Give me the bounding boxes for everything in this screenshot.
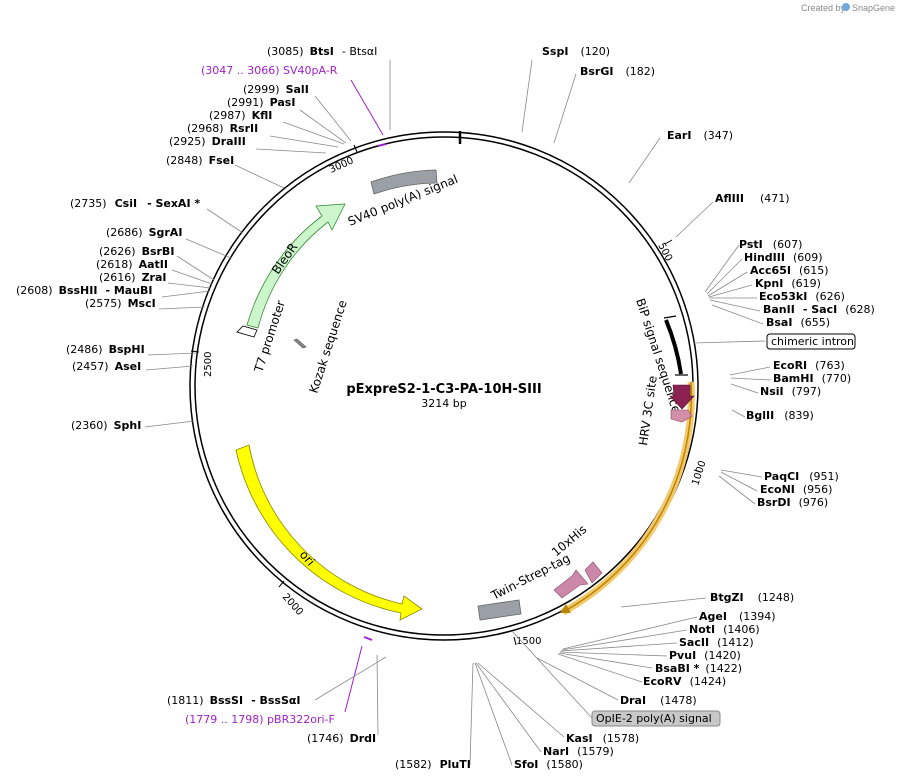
svg-text:(2686)SgrAI: (2686)SgrAI [106,226,182,239]
svg-text:NsiI(797): NsiI(797) [760,385,821,398]
primer-sv40pa-leader [350,79,384,136]
feature-ori[interactable] [235,444,423,621]
tick-2500: 2500 [203,352,214,377]
site-labels-bottom-left: (1811)BssSI- BssSαI (1779 .. 1798) pBR32… [167,694,376,745]
feature-bip[interactable] [664,319,683,375]
plasmid-name: pExpreS2-1-C3-PA-10H-SIII [346,382,541,397]
svg-text:HindIII(609): HindIII(609) [744,251,823,264]
svg-text:BanII- SacI(628): BanII- SacI(628) [763,303,875,316]
feature-kozak-label: Kozak sequence [307,298,350,394]
feature-opie2-box[interactable] [477,599,522,621]
svg-text:(2626)BsrBI: (2626)BsrBI [99,245,174,258]
svg-text:EcoRV(1424): EcoRV(1424) [643,675,726,688]
primer-pbr-mark[interactable] [363,636,373,641]
svg-text:BtgZI(1248): BtgZI(1248) [710,591,794,604]
svg-text:(2735)CsiI- SexAI *: (2735)CsiI- SexAI * [70,197,200,210]
svg-text:Acc65I(615): Acc65I(615) [750,264,829,277]
svg-text:DraI(1478): DraI(1478) [620,694,697,707]
svg-text:BsaBI *(1422): BsaBI *(1422) [655,662,742,675]
svg-text:KasI(1578): KasI(1578) [566,732,639,745]
feature-bleor[interactable] [246,203,346,329]
svg-text:(2575)MscI: (2575)MscI [85,297,156,310]
svg-text:BglII(839): BglII(839) [746,409,814,422]
svg-text:(2968)RsrII: (2968)RsrII [187,122,258,135]
watermark-text: Created by [801,3,846,13]
primer-pbr-leader [344,645,363,713]
feature-hrv-label: HRV 3C site [636,375,660,446]
primer-sv40pa-label[interactable]: (3047 .. 3066) SV40pA-R [201,64,338,77]
tick-1000: 1000 [690,459,708,487]
feature-t7-promoter[interactable] [236,325,258,338]
svg-text:SacII(1412): SacII(1412) [679,636,754,649]
feature-bleor-label: BleoR [269,240,300,276]
svg-text:AgeI(1394): AgeI(1394) [699,610,776,623]
svg-text:(2457)AseI: (2457)AseI [72,360,141,373]
tick-1500: 1500 [516,636,541,647]
svg-text:(1811)BssSI- BssSαI: (1811)BssSI- BssSαI [167,694,301,707]
svg-text:BsrGI(182): BsrGI(182) [580,65,655,78]
site-labels-right: SspI(120) BsrGI(182) EarI(347) AflIII(47… [395,45,875,771]
primer-pbr-label[interactable]: (1779 .. 1798) pBR322ori-F [185,713,335,726]
svg-text:BamHI(770): BamHI(770) [773,372,851,385]
svg-text:BsaI(655): BsaI(655) [766,316,830,329]
svg-text:NarI(1579): NarI(1579) [543,745,614,758]
feature-chimeric-label: chimeric intron [771,335,854,348]
watermark-brand: SnapGene [852,3,895,13]
svg-text:(2987)KflI: (2987)KflI [209,109,272,122]
svg-text:BsrDI(976): BsrDI(976) [757,496,828,509]
site-labels-left: (3085)BtsI- BtsαI (3047 .. 3066) SV40pA-… [16,45,377,432]
scale-ticks [190,144,702,646]
feature-bip-cap-start [663,315,677,319]
svg-text:AflIII(471): AflIII(471) [715,192,790,205]
feature-10xhis[interactable] [584,561,603,584]
svg-text:(2925)DraIII: (2925)DraIII [169,135,246,148]
svg-text:(1746)DrdI: (1746)DrdI [307,732,376,745]
feature-opie2-label-box [591,710,721,727]
feature-sv40-polya[interactable] [370,169,438,195]
svg-text:(2360)SphI: (2360)SphI [71,419,141,432]
svg-text:(2608)BssHII- MauBI: (2608)BssHII- MauBI [16,284,153,297]
feature-twin-strep-tag[interactable] [553,569,589,599]
svg-text:SfoI(1580): SfoI(1580) [514,758,583,771]
leader-chimeric [693,340,766,344]
svg-text:(2999)SalI: (2999)SalI [243,83,309,96]
backbone-outer [189,131,699,641]
svg-text:(2991)PasI: (2991)PasI [227,96,295,109]
svg-text:(2618)AatII: (2618)AatII [96,258,168,271]
feature-kozak[interactable] [293,338,307,349]
svg-text:EarI(347): EarI(347) [667,129,733,142]
svg-text:NotI(1406): NotI(1406) [689,623,760,636]
primer-sv40pa-mark[interactable] [377,143,387,147]
feature-opie2-label: OpIE-2 poly(A) signal [596,712,712,725]
svg-text:SspI(120): SspI(120) [542,45,610,58]
svg-text:(2616)ZraI: (2616)ZraI [99,271,167,284]
svg-text:PaqCI(951): PaqCI(951) [764,470,839,483]
feature-cds-arrowhead [560,604,571,613]
feature-cds-line [562,381,693,613]
svg-text:EcoRI(763): EcoRI(763) [773,359,845,372]
svg-text:Eco53kI(626): Eco53kI(626) [759,290,845,303]
leader-opie2 [511,630,593,719]
plasmid-length: 3214 bp [421,397,466,410]
feature-chimeric-intron-box[interactable] [766,333,856,350]
feature-his-label: 10xHis [549,522,589,559]
svg-text:(3085)BtsI- BtsαI: (3085)BtsI- BtsαI [267,45,377,58]
svg-text:(1582)PluTI: (1582)PluTI [395,758,471,771]
snapgene-logo-icon [842,3,850,11]
svg-text:KpnI(619): KpnI(619) [755,277,821,290]
svg-text:PvuI(1420): PvuI(1420) [669,649,741,662]
site-leaders [144,59,772,766]
svg-text:(2848)FseI: (2848)FseI [166,154,234,167]
svg-text:EcoNI(956): EcoNI(956) [760,483,832,496]
svg-text:(2486)BspHI: (2486)BspHI [66,343,145,356]
feature-hrv-protease-arrow[interactable] [669,384,695,410]
svg-text:PstI(607): PstI(607) [739,238,802,251]
feature-hrv-3c-site[interactable] [670,409,693,423]
